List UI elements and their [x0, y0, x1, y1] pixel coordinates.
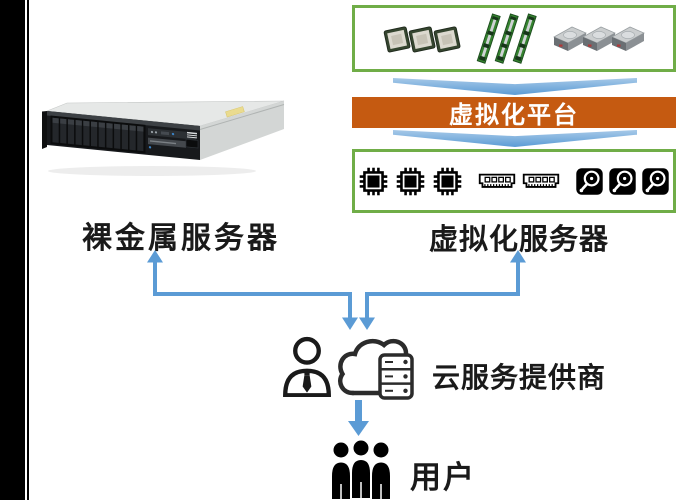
user-group-icon: [327, 439, 395, 499]
ram-stick-photo-icon: [512, 12, 537, 65]
down-chevron-arrow: [393, 77, 637, 96]
left-elbow-connector: [153, 261, 352, 318]
bare-metal-server-label: 裸金属服务器: [82, 222, 280, 255]
hdd-photo-group: [551, 22, 647, 56]
right-elbow-connector: [365, 261, 520, 318]
businessperson-icon: [279, 336, 335, 397]
hdd-disk-icon: [641, 167, 670, 196]
cpu-chip-icon: [395, 166, 426, 197]
users-label: 用户: [410, 460, 476, 495]
cpu-chip-icon: [358, 166, 389, 197]
left-edge-black-bar: [0, 0, 25, 500]
ram-module-icon: [521, 171, 561, 191]
ram-module-group: [477, 171, 561, 191]
down-arrowhead: [342, 317, 358, 330]
hdd-disk-group: [575, 167, 670, 196]
ram-module-icon: [477, 171, 517, 191]
provider-to-users-arrowhead: [348, 421, 369, 436]
cloud-server-rack-icon: [334, 334, 418, 400]
cpu-chip-icon: [432, 166, 463, 197]
ibm-rack-server-photo: [42, 100, 285, 176]
hdd-disk-icon: [608, 167, 637, 196]
provider-to-users-arrow-shaft: [355, 400, 362, 422]
virtualization-platform-label: 虚拟化平台: [449, 102, 579, 129]
virtualization-platform-bar: 虚拟化平台: [352, 97, 676, 129]
virtual-resources-box: [352, 149, 676, 213]
virtualized-server-label: 虚拟化服务器: [428, 224, 609, 256]
down-arrowhead: [359, 317, 375, 330]
hard-drive-photo-icon: [609, 22, 647, 56]
cpu-chip-group: [358, 166, 463, 197]
left-edge-thin-line: [27, 0, 29, 500]
cpu-photo-group: [382, 24, 462, 54]
cloud-provider-label: 云服务提供商: [432, 362, 607, 393]
cpu-photo-icon: [432, 24, 462, 54]
ram-photo-group: [476, 12, 537, 65]
hdd-disk-icon: [575, 167, 604, 196]
down-chevron-arrow: [393, 129, 637, 148]
physical-hardware-box: [352, 5, 676, 72]
